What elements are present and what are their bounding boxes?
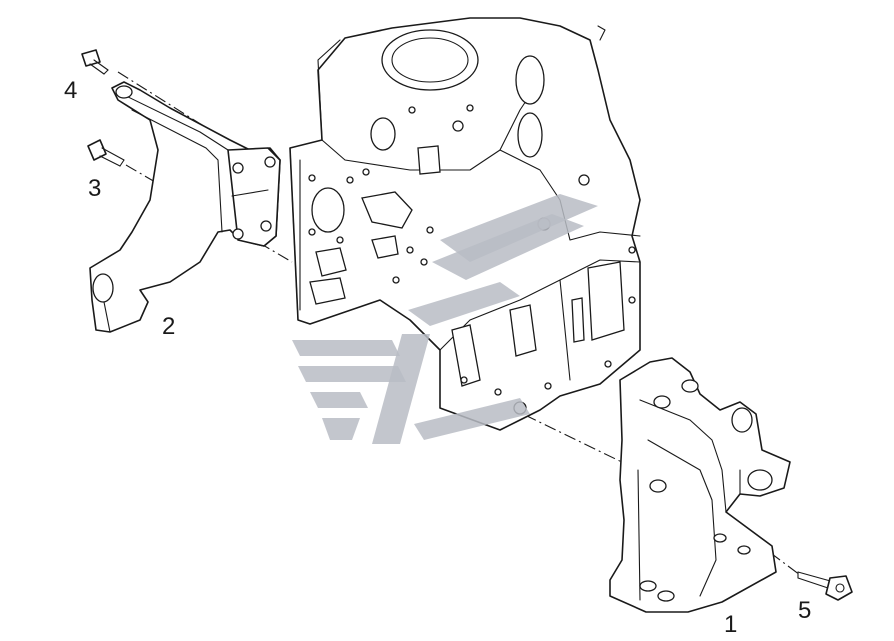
bolt-5 — [797, 571, 853, 601]
callout-labels: 4 3 2 1 5 — [64, 77, 811, 638]
callout-4: 4 — [64, 77, 77, 104]
callout-3: 3 — [88, 175, 101, 202]
callout-5: 5 — [798, 597, 811, 624]
logo-watermark — [292, 194, 598, 444]
bracket-2 — [89, 81, 281, 333]
callout-2: 2 — [162, 313, 175, 340]
bolt-4 — [81, 49, 109, 75]
bolt-3 — [87, 139, 125, 167]
callout-1: 1 — [724, 611, 737, 638]
bracket-1 — [609, 357, 791, 613]
